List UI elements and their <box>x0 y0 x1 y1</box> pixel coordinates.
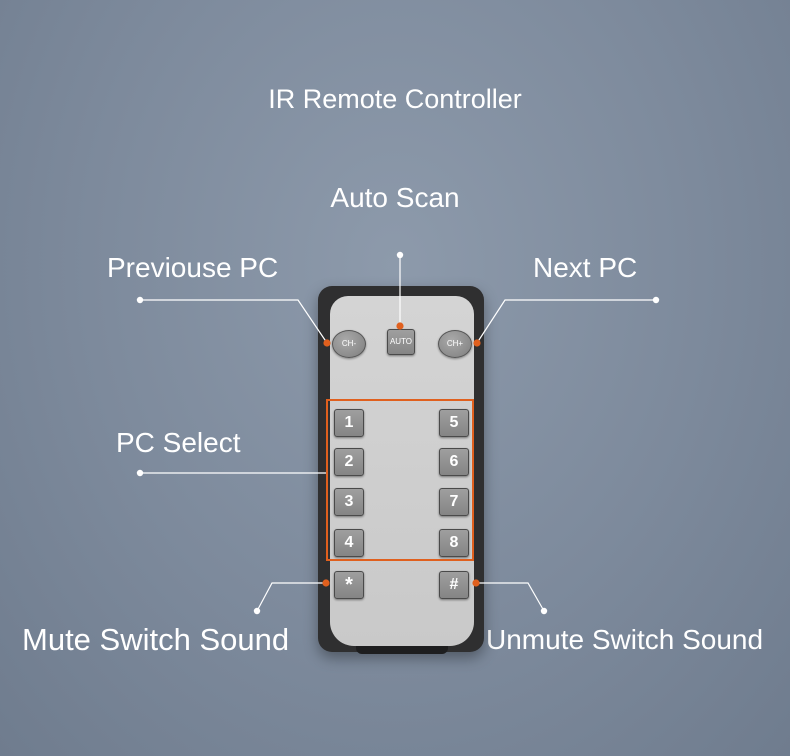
leader-dot-previous-pc <box>136 296 144 304</box>
number-button-1[interactable]: 1 <box>334 409 364 437</box>
ch-plus-button[interactable]: CH+ <box>438 330 472 358</box>
callout-mute: Mute Switch Sound <box>22 622 290 657</box>
pc-select-highlight-frame <box>326 399 474 561</box>
callout-previous-pc: Previouse PC <box>107 252 279 283</box>
leader-dot-pc-select <box>136 469 144 477</box>
leader-dot-auto-scan <box>396 251 404 259</box>
callout-unmute: Unmute Switch Sound <box>486 624 764 655</box>
anchor-dot-ch-minus <box>323 339 331 347</box>
number-button-2[interactable]: 2 <box>334 448 364 476</box>
leader-dot-unmute <box>540 607 548 615</box>
number-button-3[interactable]: 3 <box>334 488 364 516</box>
auto-button[interactable]: AUTO <box>387 329 415 355</box>
leader-dot-next-pc <box>652 296 660 304</box>
star-button[interactable]: * <box>334 571 364 599</box>
callout-pc-select: PC Select <box>116 427 241 458</box>
number-button-8[interactable]: 8 <box>439 529 469 557</box>
leader-previous-pc <box>140 299 328 344</box>
anchor-dot-auto <box>396 322 404 330</box>
leader-unmute <box>476 582 545 612</box>
leader-dot-mute <box>253 607 261 615</box>
number-button-7[interactable]: 7 <box>439 488 469 516</box>
callout-auto-scan: Auto Scan <box>330 182 460 213</box>
anchor-dot-star <box>322 579 330 587</box>
hash-button[interactable]: # <box>439 571 469 599</box>
leader-next-pc <box>476 299 656 344</box>
leader-mute <box>256 582 326 612</box>
number-button-5[interactable]: 5 <box>439 409 469 437</box>
page-title: IR Remote Controller <box>268 84 522 114</box>
callout-next-pc: Next PC <box>533 252 638 283</box>
anchor-dot-ch-plus <box>473 339 481 347</box>
ch-minus-button[interactable]: CH- <box>332 330 366 358</box>
remote-bottom-edge <box>356 646 448 654</box>
number-button-6[interactable]: 6 <box>439 448 469 476</box>
anchor-dot-hash <box>472 579 480 587</box>
number-button-4[interactable]: 4 <box>334 529 364 557</box>
